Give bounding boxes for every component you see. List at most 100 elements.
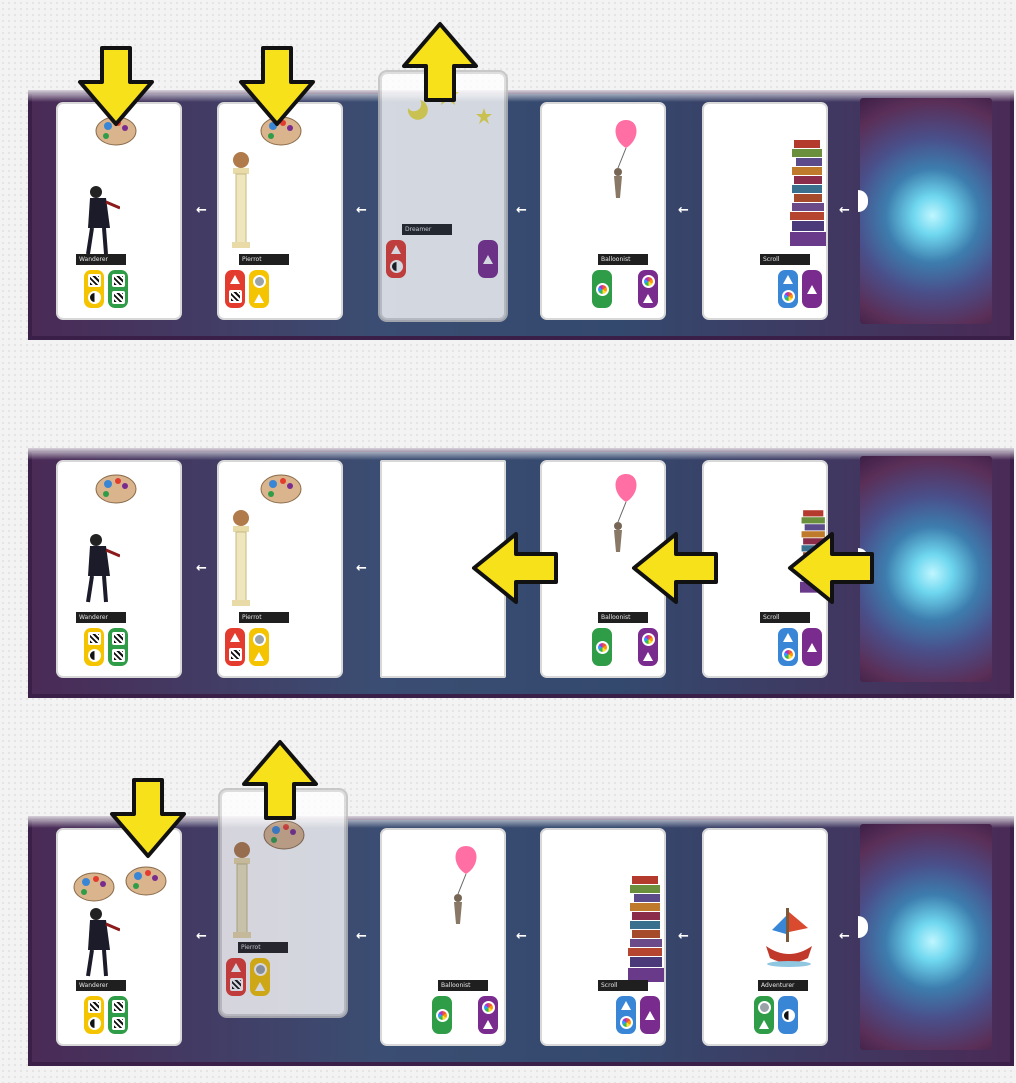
card-label: Wanderer: [76, 612, 126, 623]
card-balloonist[interactable]: Balloonist: [540, 102, 666, 320]
purple-badge[interactable]: [638, 628, 658, 666]
purple-badge[interactable]: [802, 270, 822, 308]
left-arrow-icon[interactable]: ←: [196, 203, 207, 218]
green-badge[interactable]: [108, 996, 128, 1034]
card-pierrot[interactable]: Pierrot: [220, 790, 346, 1016]
left-arrow-icon[interactable]: ←: [356, 203, 367, 218]
yellow-badge[interactable]: [250, 958, 270, 996]
half-circle-icon: [390, 260, 403, 273]
rainbow-icon: [482, 1001, 495, 1014]
book-stack: [790, 140, 826, 250]
purple-badge[interactable]: [478, 996, 498, 1034]
palette-icon: [259, 472, 303, 506]
left-arrow-icon[interactable]: ←: [839, 203, 850, 218]
triangle-icon: [807, 285, 817, 294]
half-circle-icon: [88, 1017, 101, 1030]
left-arrow-icon[interactable]: ←: [516, 929, 527, 944]
checker-icon: [112, 632, 125, 645]
blue-badge[interactable]: [778, 996, 798, 1034]
left-arrow-icon[interactable]: ←: [196, 929, 207, 944]
purple-badge[interactable]: [478, 240, 498, 278]
purple-badge[interactable]: [640, 996, 660, 1034]
green-badge[interactable]: [592, 628, 612, 666]
card-pierrot[interactable]: Pierrot: [217, 460, 343, 678]
portal-notch: [858, 190, 868, 212]
left-arrow-icon[interactable]: ←: [516, 203, 527, 218]
checker-icon: [88, 1000, 101, 1013]
green-badge[interactable]: [754, 996, 774, 1034]
card-label: Dreamer: [402, 224, 452, 235]
card-label: Scroll: [760, 254, 810, 265]
blue-badge[interactable]: [616, 996, 636, 1034]
portal-notch: [858, 916, 868, 938]
left-arrow-icon[interactable]: ←: [678, 203, 689, 218]
left-arrow-icon[interactable]: ←: [196, 561, 207, 576]
rainbow-icon: [782, 290, 795, 303]
triangle-icon: [643, 652, 653, 661]
card-dreamer[interactable]: Dreamer: [380, 72, 506, 320]
grey-icon: [253, 275, 266, 288]
half-circle-icon: [782, 1009, 795, 1022]
card-label: Wanderer: [76, 254, 126, 265]
checker-icon: [230, 978, 243, 991]
checker-icon: [88, 632, 101, 645]
yellow-badge[interactable]: [84, 996, 104, 1034]
red-badge[interactable]: [226, 958, 246, 996]
checker-icon: [112, 1017, 125, 1030]
wanderer-figure: [80, 906, 120, 980]
left-arrow-icon: [786, 530, 876, 606]
card-pierrot[interactable]: Pierrot: [217, 102, 343, 320]
swirl-portal: [860, 824, 992, 1050]
red-badge[interactable]: [225, 628, 245, 666]
triangle-icon: [783, 633, 793, 642]
left-arrow-icon[interactable]: ←: [839, 929, 850, 944]
card-label: Pierrot: [239, 254, 289, 265]
checker-icon: [112, 274, 125, 287]
purple-badge[interactable]: [638, 270, 658, 308]
palette-icon: [262, 818, 306, 852]
checker-icon: [112, 1000, 125, 1013]
row-1: Wanderer ← Pierrot ← Dreamer ← Balloonis…: [28, 90, 1014, 340]
yellow-badge[interactable]: [249, 270, 269, 308]
green-badge[interactable]: [432, 996, 452, 1034]
purple-badge[interactable]: [802, 628, 822, 666]
card-scroll[interactable]: Scroll: [702, 102, 828, 320]
yellow-badge[interactable]: [84, 270, 104, 308]
blue-badge[interactable]: [778, 270, 798, 308]
green-badge[interactable]: [592, 270, 612, 308]
blue-badge[interactable]: [778, 628, 798, 666]
palette-icon: [72, 870, 116, 904]
card-wanderer[interactable]: Wanderer: [56, 102, 182, 320]
green-badge[interactable]: [108, 270, 128, 308]
left-arrow-icon[interactable]: ←: [356, 561, 367, 576]
ship-figure: [764, 906, 814, 970]
up-arrow-icon: [240, 738, 320, 822]
triangle-icon: [255, 982, 265, 991]
up-arrow-icon: [400, 20, 480, 104]
down-arrow-icon: [108, 776, 188, 860]
card-label: Pierrot: [238, 942, 288, 953]
left-arrow-icon[interactable]: ←: [678, 929, 689, 944]
card-balloonist[interactable]: Balloonist: [380, 828, 506, 1046]
card-scroll[interactable]: Scroll: [540, 828, 666, 1046]
triangle-icon: [391, 245, 401, 254]
triangle-icon: [230, 633, 240, 642]
triangle-icon: [230, 275, 240, 284]
card-wanderer[interactable]: Wanderer: [56, 828, 182, 1046]
green-badge[interactable]: [108, 628, 128, 666]
balloon-figure: [604, 118, 640, 208]
palette-icon: [124, 864, 168, 898]
card-label: Wanderer: [76, 980, 126, 991]
card-wanderer[interactable]: Wanderer: [56, 460, 182, 678]
triangle-icon: [807, 643, 817, 652]
grey-icon: [758, 1001, 771, 1014]
yellow-badge[interactable]: [249, 628, 269, 666]
card-label: Pierrot: [239, 612, 289, 623]
red-badge[interactable]: [386, 240, 406, 278]
red-badge[interactable]: [225, 270, 245, 308]
card-adventurer[interactable]: Adventurer: [702, 828, 828, 1046]
yellow-badge[interactable]: [84, 628, 104, 666]
triangle-icon: [483, 255, 493, 264]
left-arrow-icon[interactable]: ←: [356, 929, 367, 944]
triangle-icon: [254, 294, 264, 303]
